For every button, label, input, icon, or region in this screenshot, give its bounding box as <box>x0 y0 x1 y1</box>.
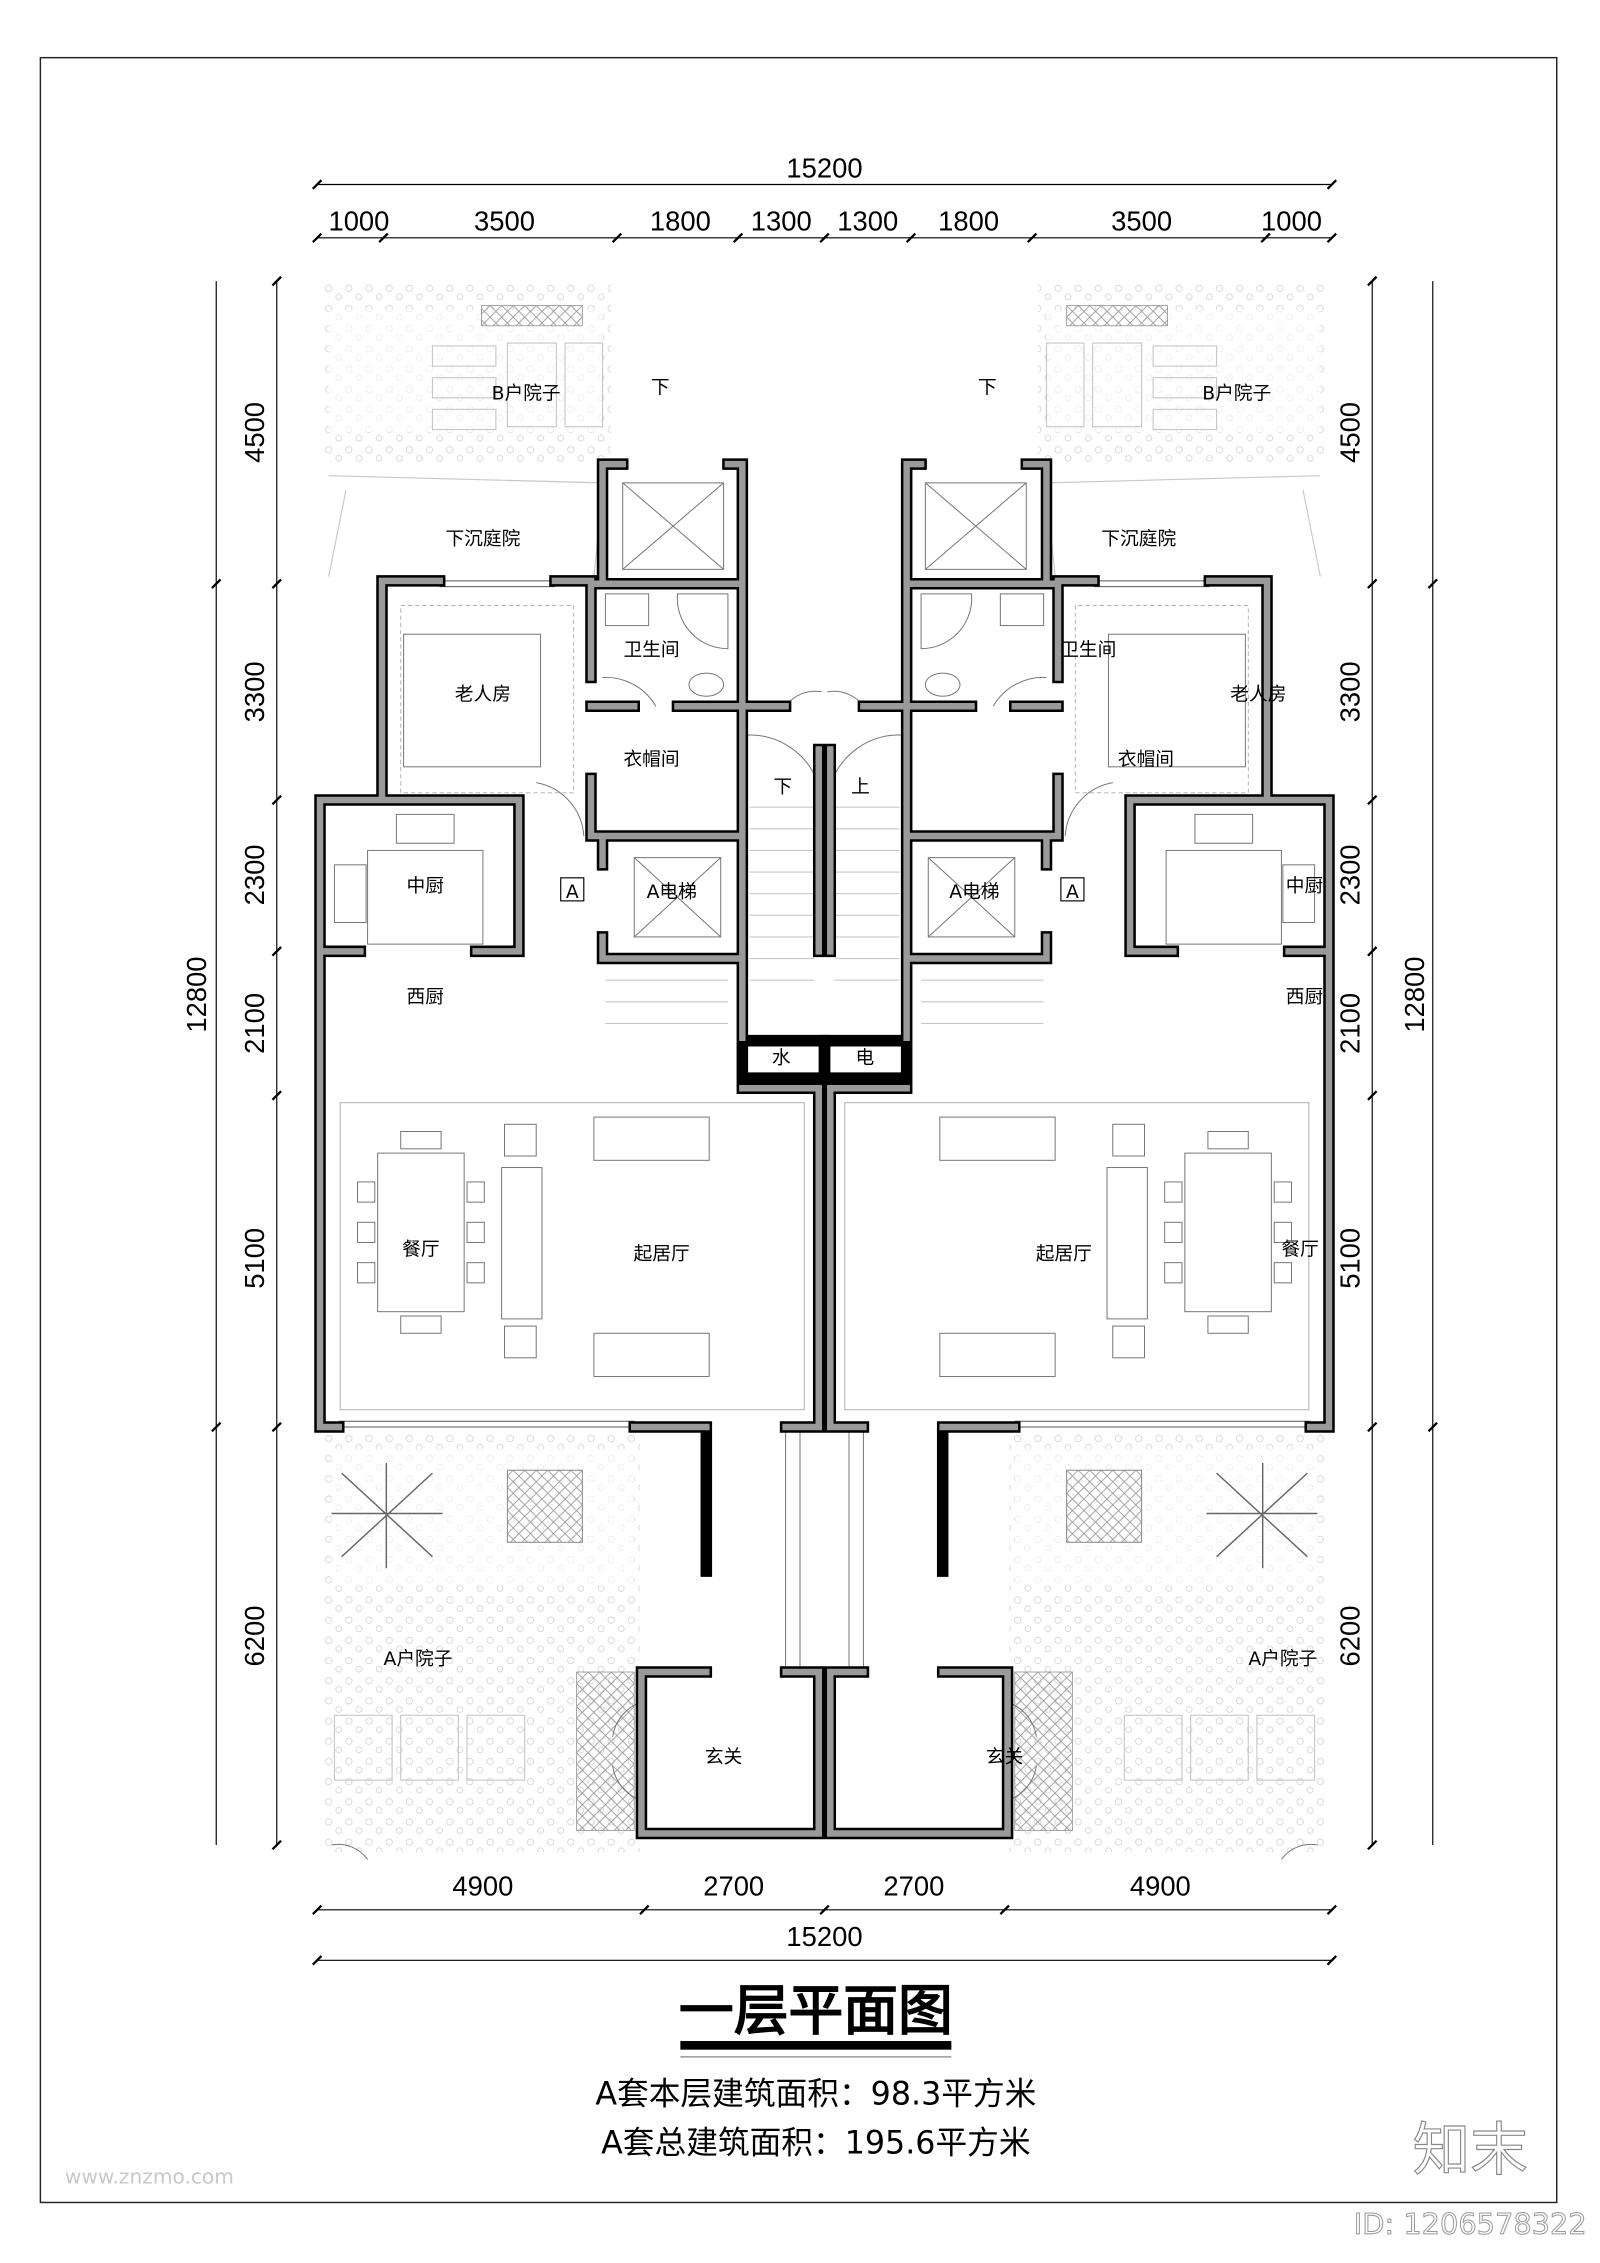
label-western-kitchen: 西厨 <box>1286 987 1323 1008</box>
svg-text:12800: 12800 <box>1399 957 1430 1033</box>
svg-text:1000: 1000 <box>328 206 389 237</box>
watermark-text: www.znzmo.com <box>65 2165 234 2189</box>
svg-text:1800: 1800 <box>938 206 999 237</box>
bottom-dimensions: 4900 2700 2700 4900 15200 <box>311 1870 1338 1966</box>
room-labels-left: B户院子 下 下沉庭院 卫生间 老人房 衣帽间 中厨 A A电梯 西厨 餐厅 起… <box>384 378 743 1768</box>
svg-text:3300: 3300 <box>239 661 270 722</box>
label-water: 水 <box>772 1048 791 1069</box>
label-foyer: 玄关 <box>986 1747 1023 1768</box>
label-electric: 电 <box>856 1048 875 1069</box>
unit-right <box>825 284 1329 1859</box>
svg-text:5100: 5100 <box>239 1228 270 1289</box>
area-floor: A套本层建筑面积：98.3平方米 <box>595 2076 1036 2112</box>
watermark-id: ID: 1206578322 <box>1354 2207 1587 2241</box>
svg-text:12800: 12800 <box>181 957 212 1033</box>
svg-text:1300: 1300 <box>751 206 812 237</box>
title-block: 一层平面图 A套本层建筑面积：98.3平方米 A套总建筑面积：195.6平方米 <box>595 1978 1036 2161</box>
room-labels-right: B户院子 下 下沉庭院 卫生间 老人房 衣帽间 中厨 A A电梯 西厨 餐厅 起… <box>949 378 1323 1768</box>
right-dimensions: 4500 3300 2300 2100 5100 6200 12800 <box>1334 275 1438 1851</box>
svg-text:3500: 3500 <box>1111 206 1172 237</box>
svg-text:3500: 3500 <box>474 206 535 237</box>
label-elder-room: 老人房 <box>455 685 511 706</box>
sheet-border <box>39 56 1558 2204</box>
label-living: 起居厅 <box>1036 1244 1092 1265</box>
left-dimensions: 4500 3300 2300 2100 5100 6200 12800 <box>181 275 282 1851</box>
label-down: 下 <box>978 378 997 399</box>
svg-text:1300: 1300 <box>837 206 898 237</box>
svg-text:4500: 4500 <box>1334 402 1365 463</box>
label-unit-tag: A <box>566 882 579 903</box>
svg-text:1000: 1000 <box>1261 206 1322 237</box>
label-elevator: A电梯 <box>647 882 697 903</box>
svg-text:15200: 15200 <box>786 152 862 183</box>
svg-text:15200: 15200 <box>786 1921 862 1952</box>
svg-text:2300: 2300 <box>1334 844 1365 905</box>
label-chinese-kitchen: 中厨 <box>1286 876 1323 897</box>
label-stair-down: 下 <box>773 777 792 798</box>
label-b-yard: B户院子 <box>492 383 561 404</box>
svg-text:2100: 2100 <box>1334 993 1365 1054</box>
label-a-yard: A户院子 <box>1248 1649 1317 1670</box>
label-chinese-kitchen: 中厨 <box>407 876 444 897</box>
svg-text:3300: 3300 <box>1334 661 1365 722</box>
label-elder-room: 老人房 <box>1230 685 1286 706</box>
label-unit-tag: A <box>1066 882 1079 903</box>
label-a-yard: A户院子 <box>384 1649 453 1670</box>
label-cloakroom: 衣帽间 <box>623 749 679 770</box>
svg-text:2300: 2300 <box>239 844 270 905</box>
label-western-kitchen: 西厨 <box>407 987 444 1008</box>
svg-text:2700: 2700 <box>883 1870 944 1901</box>
label-sunken-court: 下沉庭院 <box>445 529 520 550</box>
svg-text:4900: 4900 <box>452 1870 513 1901</box>
top-dimensions: 15200 1000 3500 1800 1300 1300 1800 3500… <box>311 152 1338 243</box>
area-total: A套总建筑面积：195.6平方米 <box>601 2125 1030 2161</box>
label-stair-up: 上 <box>851 777 870 798</box>
label-bathroom: 卫生间 <box>623 640 679 661</box>
svg-text:2700: 2700 <box>703 1870 764 1901</box>
svg-text:4500: 4500 <box>239 402 270 463</box>
label-b-yard: B户院子 <box>1202 383 1271 404</box>
svg-text:4900: 4900 <box>1130 1870 1191 1901</box>
label-dining: 餐厅 <box>402 1239 439 1260</box>
label-elevator: A电梯 <box>949 882 999 903</box>
label-cloakroom: 衣帽间 <box>1118 749 1174 770</box>
label-bathroom: 卫生间 <box>1060 640 1116 661</box>
svg-text:1800: 1800 <box>650 206 711 237</box>
label-down: 下 <box>651 378 670 399</box>
watermark-logo: 知末 <box>1413 2115 1528 2183</box>
svg-text:5100: 5100 <box>1334 1228 1365 1289</box>
core-labels: 下 上 水 电 <box>772 777 874 1069</box>
label-sunken-court: 下沉庭院 <box>1101 529 1176 550</box>
svg-text:6200: 6200 <box>239 1606 270 1667</box>
label-foyer: 玄关 <box>705 1747 742 1768</box>
drawing-title: 一层平面图 <box>679 1978 953 2042</box>
label-living: 起居厅 <box>634 1244 690 1265</box>
svg-text:2100: 2100 <box>239 993 270 1054</box>
label-dining: 餐厅 <box>1281 1239 1318 1260</box>
unit-left <box>320 284 824 1859</box>
svg-text:6200: 6200 <box>1334 1606 1365 1667</box>
